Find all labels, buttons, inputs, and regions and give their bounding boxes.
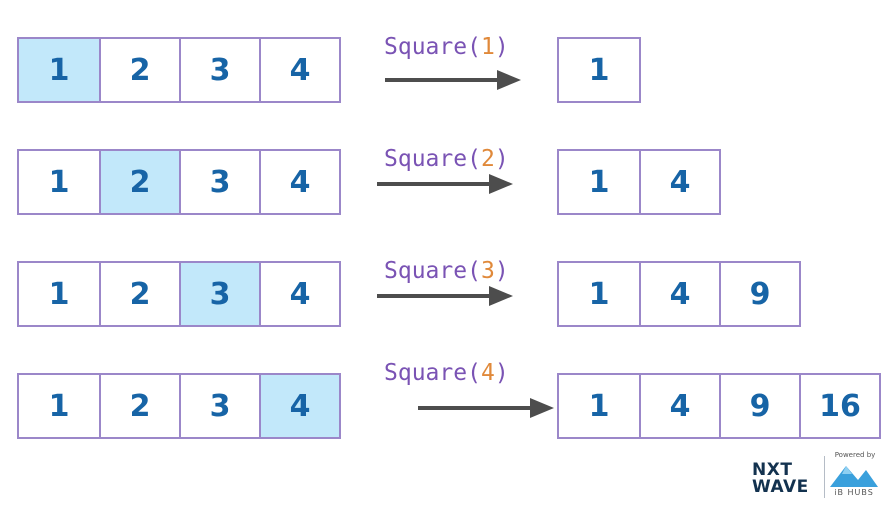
- function-arg: 4: [480, 360, 495, 386]
- partner-label: iB HUBS: [834, 488, 874, 497]
- array-cell: 4: [639, 151, 719, 213]
- paren: (: [467, 258, 481, 284]
- logo-line2: WAVE: [752, 477, 809, 497]
- function-call: Square(4): [384, 360, 509, 386]
- paren: (: [467, 146, 481, 172]
- array-cell: 1: [588, 164, 610, 200]
- array-cell: 4: [259, 263, 339, 325]
- array-cell: 1: [19, 39, 99, 101]
- array-cell: 1: [48, 276, 70, 312]
- function-call: Square(3): [384, 258, 509, 284]
- mountain-icon: [830, 466, 878, 487]
- array-cell: 4: [259, 375, 339, 437]
- paren: (: [467, 360, 481, 386]
- array-cell: 1: [588, 52, 610, 88]
- array-cell: 4: [259, 39, 339, 101]
- paren: ): [494, 34, 509, 60]
- array-cell: 2: [99, 375, 179, 437]
- array-cell: 3: [179, 39, 259, 101]
- function-arg: 3: [480, 258, 495, 284]
- array-cell: 9: [719, 375, 799, 437]
- array-cell: 3: [179, 151, 259, 213]
- paren: ): [494, 258, 509, 284]
- array-cell: 3: [179, 375, 259, 437]
- input-array: 1 2 3 4: [17, 261, 341, 327]
- output-array: 1: [557, 37, 641, 103]
- function-name: Square: [384, 146, 468, 172]
- output-array: 1 4 9 16: [557, 373, 881, 439]
- array-cell: 4: [259, 151, 339, 213]
- array-cell: 3: [179, 263, 259, 325]
- powered-by-label: Powered by: [834, 451, 876, 459]
- output-array: 1 4 9: [557, 261, 801, 327]
- array-cell: 16: [799, 375, 879, 437]
- function-call: Square(1): [384, 34, 509, 60]
- array-cell: 9: [719, 263, 799, 325]
- paren: ): [494, 146, 509, 172]
- array-cell: 1: [48, 164, 70, 200]
- function-name: Square: [384, 34, 468, 60]
- paren: (: [467, 34, 481, 60]
- function-arg: 1: [480, 34, 495, 60]
- array-cell: 2: [99, 39, 179, 101]
- input-array: 1 2 3 4: [17, 373, 341, 439]
- arrow-icon: [418, 398, 554, 418]
- array-cell: 1: [588, 388, 610, 424]
- function-name: Square: [384, 258, 468, 284]
- input-array: 1 2 3 4: [17, 37, 341, 103]
- logo-divider: [824, 456, 825, 498]
- function-arg: 2: [480, 146, 495, 172]
- array-cell: 4: [639, 375, 719, 437]
- array-cell: 4: [639, 263, 719, 325]
- array-cell: 2: [99, 151, 179, 213]
- brand-logo: NXT WAVE Powered by iB HUBS: [752, 451, 882, 500]
- function-call: Square(2): [384, 146, 509, 172]
- logo-line1: NXT: [752, 460, 793, 480]
- array-cell: 1: [48, 388, 70, 424]
- input-array: 1 2 3 4: [17, 149, 341, 215]
- array-cell: 2: [99, 263, 179, 325]
- paren: ): [494, 360, 509, 386]
- array-cell: 1: [588, 276, 610, 312]
- output-array: 1 4: [557, 149, 721, 215]
- arrow-icon: [377, 286, 513, 306]
- arrow-icon: [377, 174, 513, 194]
- function-name: Square: [384, 360, 468, 386]
- arrow-icon: [385, 70, 521, 90]
